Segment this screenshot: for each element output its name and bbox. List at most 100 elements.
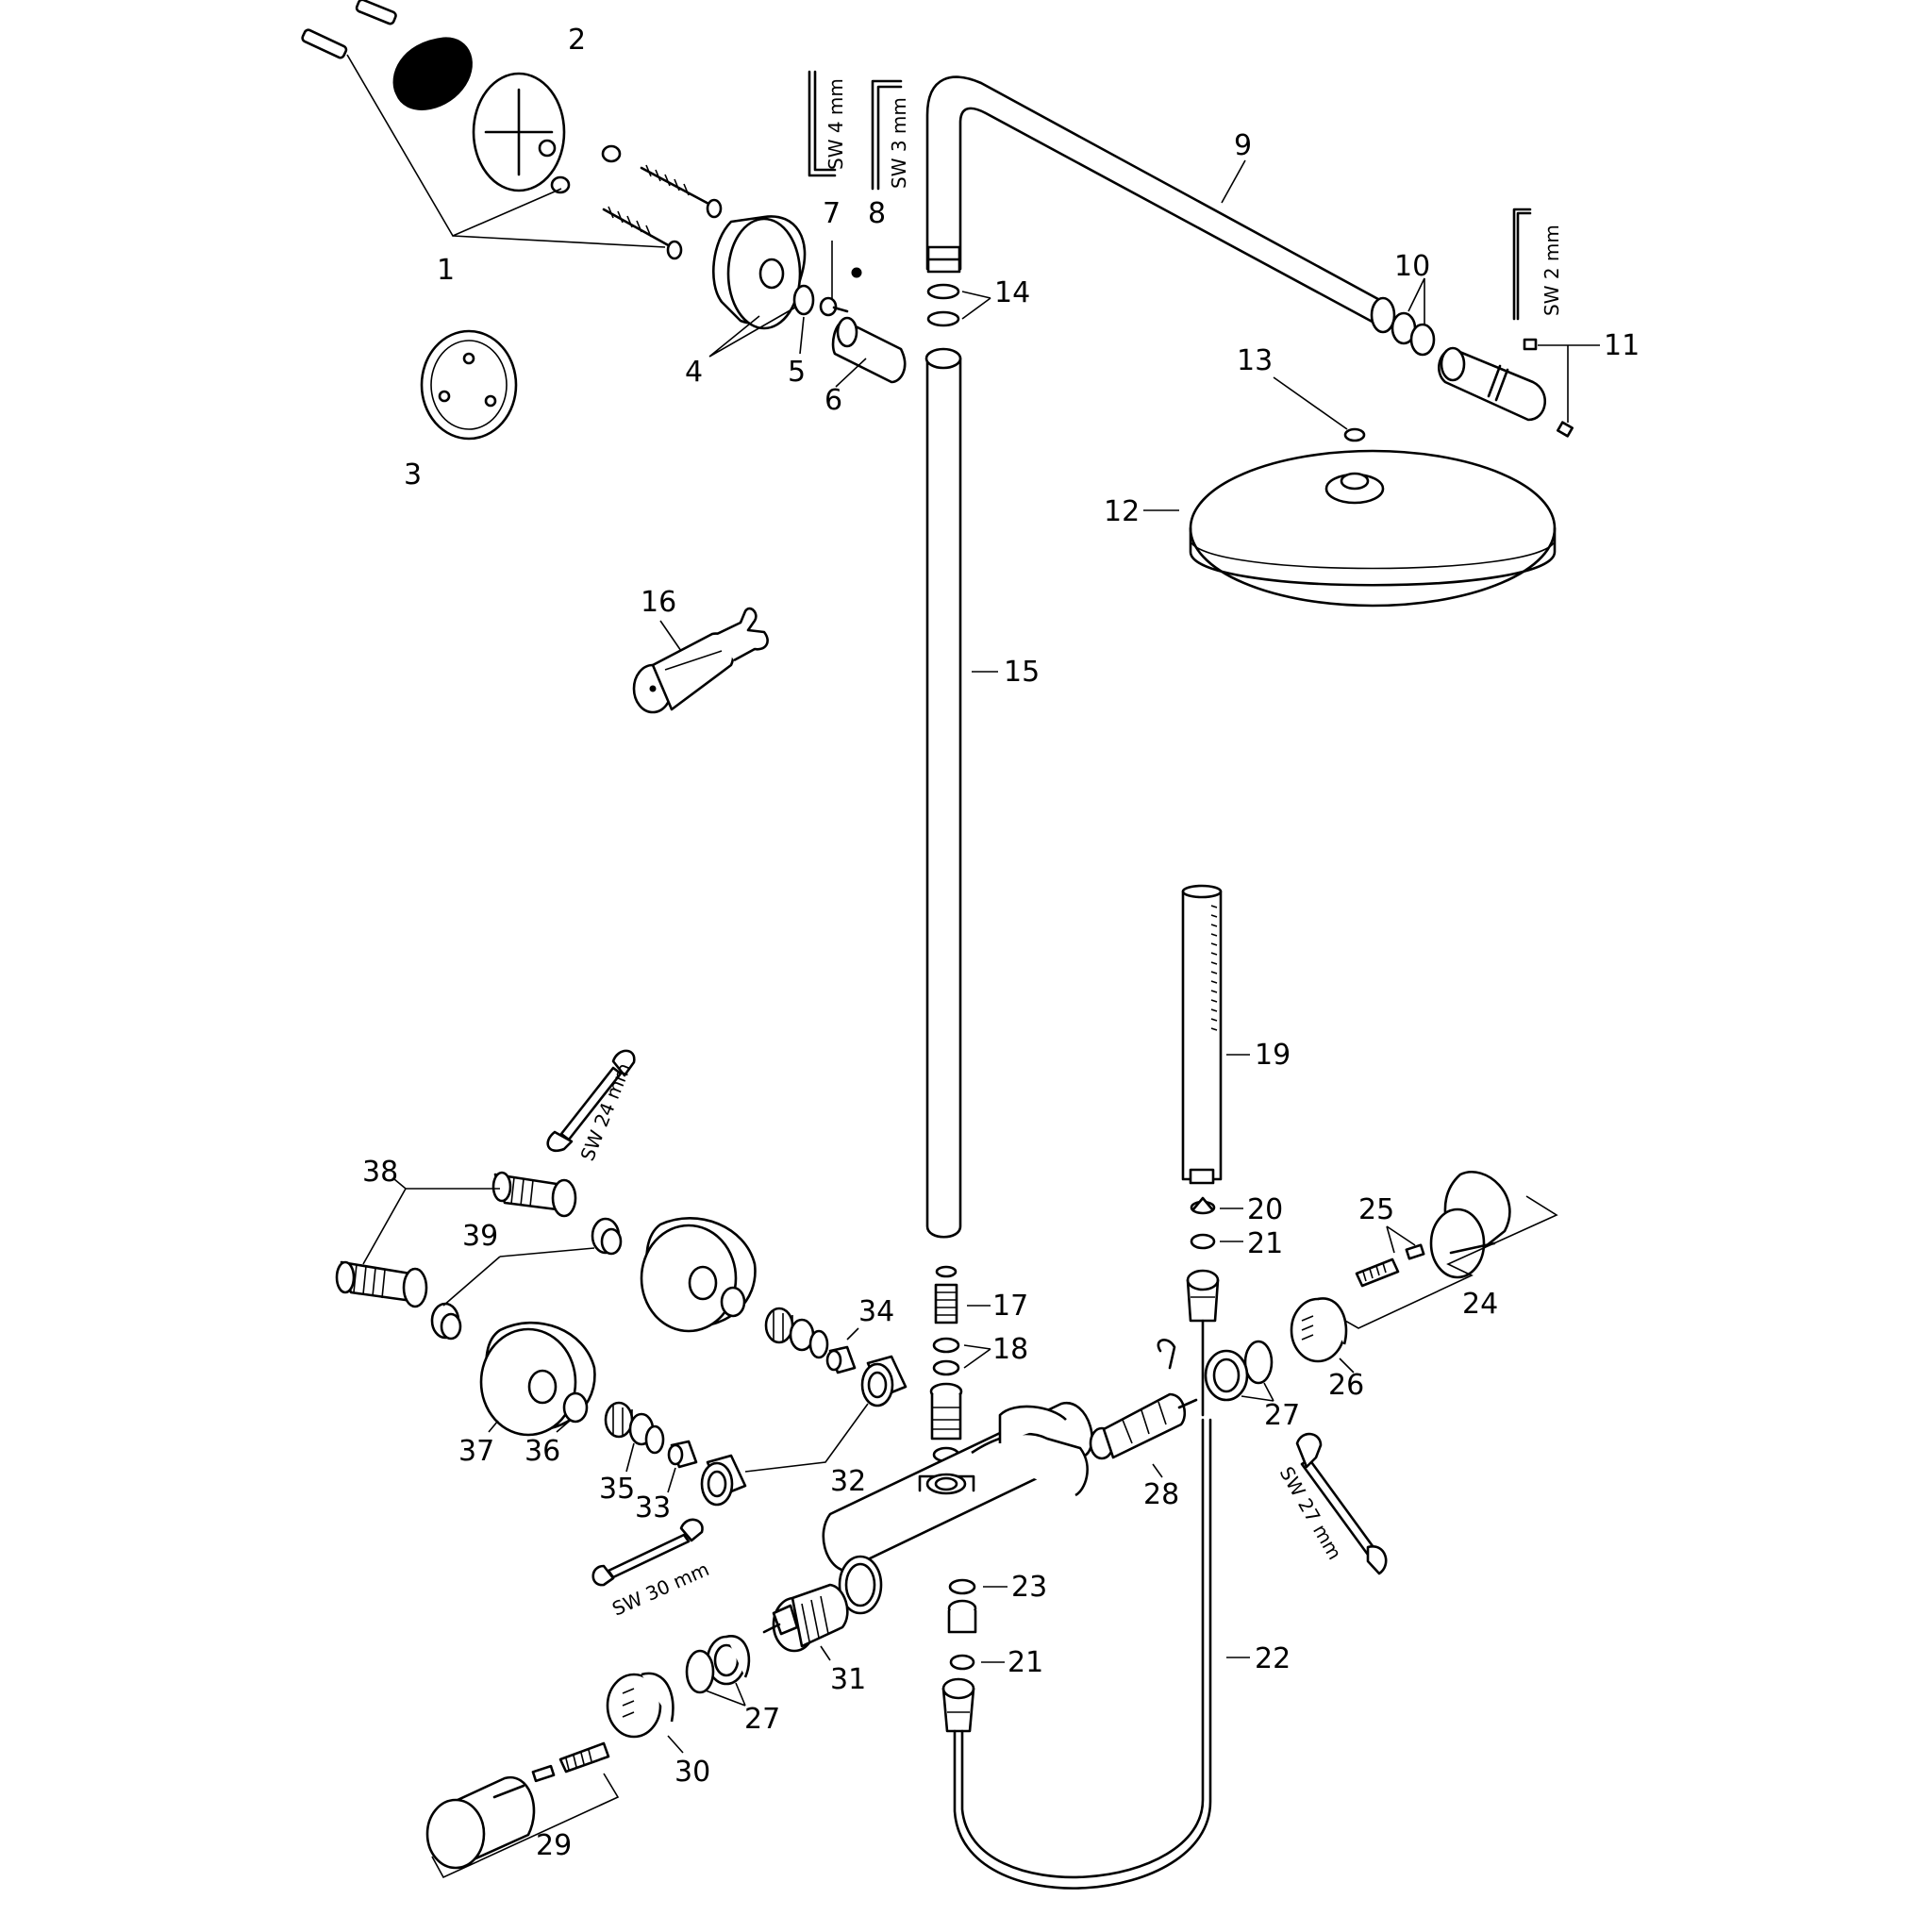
nipple-17	[934, 1283, 958, 1324]
hex-key-sw2	[1512, 208, 1532, 321]
callout-6: 6	[824, 384, 842, 417]
s-union-38-upper	[491, 1171, 577, 1218]
leader-18	[963, 1344, 991, 1369]
o-rings-14	[926, 283, 960, 327]
callout-39: 39	[462, 1220, 498, 1253]
adapter-lower	[947, 1599, 977, 1634]
seal-21-lower	[949, 1654, 975, 1671]
o-ring-34	[808, 1329, 829, 1359]
callout-32: 32	[830, 1465, 866, 1498]
shower-hose-22	[953, 1319, 1212, 1890]
o-ring-27-right	[1243, 1340, 1274, 1385]
o-ring-5	[792, 284, 815, 316]
o-rings-10	[1391, 311, 1436, 357]
callout-24: 24	[1462, 1288, 1498, 1321]
leader-24	[1331, 1195, 1558, 1329]
connector-17b	[929, 1382, 963, 1463]
label-sw4: SW 4 mm	[824, 78, 847, 170]
callout-27-left: 27	[744, 1703, 780, 1736]
o-ring-27-left	[685, 1649, 715, 1694]
leader-39	[442, 1247, 595, 1307]
valve-34	[825, 1345, 857, 1374]
callout-27-right: 27	[1264, 1399, 1300, 1432]
callout-18: 18	[992, 1333, 1028, 1366]
riser-pipe-15	[924, 347, 962, 1239]
callout-17: 17	[992, 1290, 1028, 1323]
callout-29: 29	[536, 1829, 572, 1862]
callout-21-lower: 21	[1008, 1646, 1043, 1679]
stop-ring-30	[606, 1672, 675, 1739]
shower-arm-9	[925, 75, 1396, 334]
callout-30: 30	[675, 1756, 710, 1789]
leader-6	[835, 358, 867, 388]
washer-36	[562, 1391, 589, 1424]
clip-28	[1157, 1339, 1176, 1370]
leader-38	[362, 1178, 500, 1265]
shower-holder-16	[632, 607, 769, 714]
callout-3: 3	[404, 458, 422, 491]
callout-23: 23	[1011, 1571, 1047, 1604]
o-ring-35	[644, 1424, 665, 1455]
hex-key-sw3	[871, 79, 903, 191]
label-sw2: SW 2 mm	[1541, 225, 1563, 316]
overhead-shower-12	[1189, 427, 1557, 608]
nut-27-right	[1204, 1349, 1249, 1402]
wood-screw-lower	[602, 206, 683, 260]
leader-33	[667, 1467, 676, 1493]
seal-23	[948, 1578, 976, 1595]
callout-38: 38	[362, 1156, 398, 1189]
leader-14	[961, 291, 991, 320]
leader-9	[1221, 159, 1246, 204]
wrench-sw24	[546, 1049, 636, 1152]
callout-36: 36	[525, 1435, 560, 1468]
callout-19: 19	[1255, 1039, 1291, 1072]
wall-rosette-4	[711, 215, 807, 330]
washer-upper	[720, 1286, 746, 1318]
filter-20	[1190, 1196, 1216, 1215]
callout-10: 10	[1394, 250, 1430, 283]
check-valve-35	[604, 1401, 655, 1446]
nut-27-left	[706, 1635, 751, 1686]
callout-25: 25	[1358, 1193, 1394, 1226]
anchor-bolt-left	[301, 28, 348, 59]
callout-15: 15	[1004, 656, 1040, 689]
leader-1b	[452, 235, 666, 248]
callout-28: 28	[1143, 1478, 1179, 1511]
callout-9: 9	[1234, 129, 1252, 162]
wall-gasket	[392, 37, 473, 110]
valve-33	[667, 1440, 698, 1469]
leader-30	[667, 1735, 684, 1754]
callout-14: 14	[994, 276, 1030, 309]
leader-36	[556, 1420, 571, 1433]
callout-37: 37	[458, 1435, 494, 1468]
callout-16: 16	[641, 586, 676, 619]
callout-11: 11	[1604, 329, 1640, 362]
anchor-bolt-top	[355, 0, 397, 25]
leader-5	[799, 316, 805, 355]
callout-26: 26	[1328, 1369, 1364, 1402]
callout-13: 13	[1237, 344, 1273, 377]
bolt-7	[819, 296, 849, 317]
leader-27-right	[1241, 1382, 1274, 1402]
callout-22: 22	[1255, 1642, 1291, 1675]
nut-39-lower	[430, 1302, 462, 1341]
grub-screw-8	[851, 267, 862, 278]
callout-7: 7	[823, 197, 841, 230]
pin-29	[531, 1741, 610, 1783]
leader-10	[1407, 277, 1425, 325]
callout-35: 35	[599, 1473, 635, 1506]
leader-26	[1339, 1357, 1355, 1374]
callout-33: 33	[635, 1491, 671, 1524]
s-union-38-lower	[335, 1260, 428, 1308]
thermostat-body	[822, 1402, 1093, 1615]
wrench-sw30	[591, 1518, 704, 1587]
callout-1: 1	[437, 254, 455, 287]
stop-ring-26	[1290, 1297, 1348, 1363]
wall-cover-3	[420, 329, 518, 441]
handle-29	[425, 1775, 536, 1870]
seal-21-upper	[1190, 1233, 1216, 1250]
leader-13	[1273, 376, 1348, 430]
grub-screw-11a	[1523, 338, 1538, 351]
washer-small	[550, 144, 622, 194]
callout-2: 2	[568, 24, 586, 57]
